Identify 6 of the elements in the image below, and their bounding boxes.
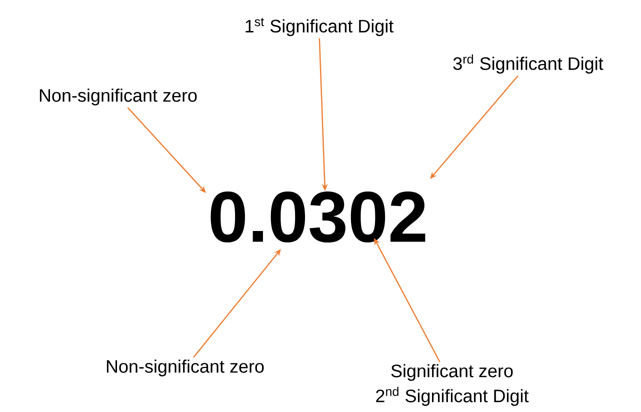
label-text: 1$^{st}$ Significant Digit	[246, 18, 394, 36]
label-text: Non-significant zero	[106, 360, 264, 376]
number-text: 0.0302	[210, 191, 426, 243]
label-text: Non-significant zero	[40, 88, 197, 106]
label-text: 3$^{rd}$ Significant Digit	[453, 54, 604, 74]
label-text: Significant zero 2$^{nd}$ Significant Digit	[376, 364, 529, 406]
